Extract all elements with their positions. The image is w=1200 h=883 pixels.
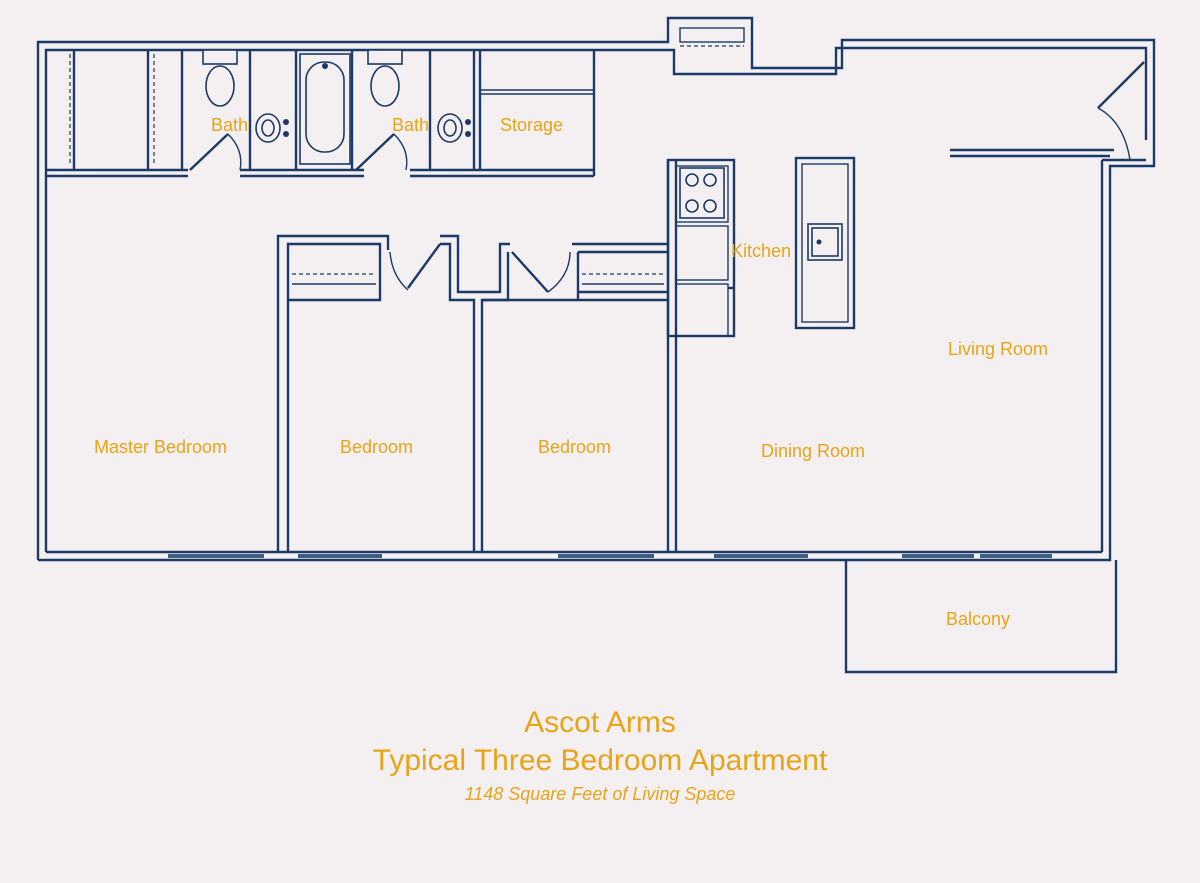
- floor-plan: Bath Bath Storage Kitchen Living Room Ma…: [36, 16, 1156, 674]
- top-strip: [46, 50, 596, 178]
- label-storage: Storage: [500, 115, 563, 135]
- stove-icon: [679, 167, 725, 219]
- windows: [168, 27, 1052, 558]
- label-dining-room: Dining Room: [761, 441, 865, 461]
- label-master-bedroom: Master Bedroom: [94, 437, 227, 457]
- label-bath-2: Bath: [392, 115, 429, 135]
- bath-doors: [189, 133, 408, 171]
- room-labels: Bath Bath Storage Kitchen Living Room Ma…: [94, 115, 1048, 629]
- label-kitchen: Kitchen: [731, 241, 791, 261]
- sink-icon-2: [437, 113, 471, 143]
- kitchen-sink-icon: [807, 223, 843, 261]
- outer-walls: [36, 16, 1156, 562]
- kitchen-fixtures: [666, 156, 856, 338]
- bedroom-walls: [276, 160, 678, 552]
- label-living-room: Living Room: [948, 339, 1048, 359]
- title-block: Ascot Arms Typical Three Bedroom Apartme…: [0, 704, 1200, 806]
- bathtub-icon: [299, 53, 351, 165]
- label-bedroom-2: Bedroom: [538, 437, 611, 457]
- building-name: Ascot Arms: [524, 706, 676, 739]
- sink-icon: [255, 113, 289, 143]
- label-balcony: Balcony: [946, 609, 1010, 629]
- toilet-icon: [202, 49, 238, 107]
- toilet-icon-2: [367, 49, 403, 107]
- unit-type: Typical Three Bedroom Apartment: [372, 744, 828, 777]
- label-bath-1: Bath: [211, 115, 248, 135]
- balcony-outline: [844, 560, 1118, 674]
- label-bedroom-1: Bedroom: [340, 437, 413, 457]
- living-room-walls: [950, 61, 1145, 161]
- living-area: 1148 Square Feet of Living Space: [464, 784, 736, 804]
